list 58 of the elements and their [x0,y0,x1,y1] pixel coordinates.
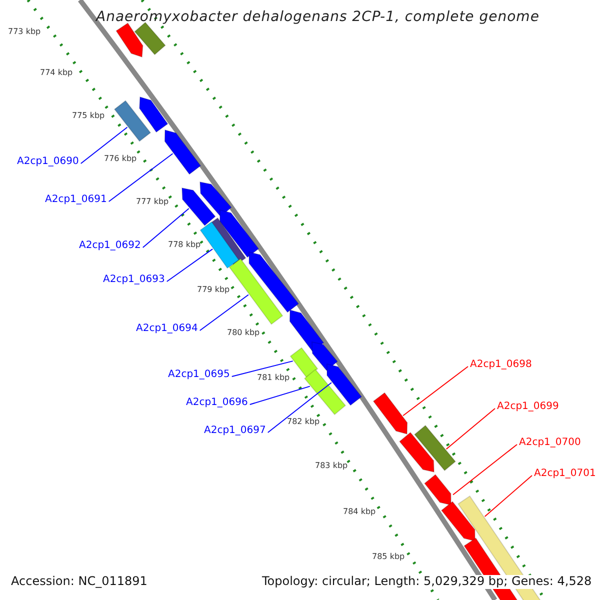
scale-label: 778 kbp [168,240,201,250]
gene-block [398,432,435,473]
scale-label: 785 kbp [372,552,405,562]
gene-block [424,474,452,506]
gene-label: A2cp1_0693 [103,274,165,286]
title: Anaeromyxobacter dehalogenans 2CP-1, complete genome [94,8,540,26]
gene-label: A2cp1_0697 [204,425,266,436]
gene-label: A2cp1_0701 [534,468,596,480]
leader-line [249,386,310,405]
scale-label: 775 kbp [72,111,105,120]
gene-block [290,347,318,378]
gene-block [326,363,362,406]
gene-block [414,424,456,472]
scale-label: 779 kbp [197,285,230,294]
gene-block [199,181,232,218]
scale-label: 773 kbp [8,27,41,36]
gene-label: A2cp1_0694 [136,323,198,334]
gene-block [372,392,408,435]
gene-label: A2cp1_0690 [17,156,79,168]
leader-line [108,153,174,202]
gene-block [228,258,284,325]
gene-block [289,309,324,352]
leader-line [199,294,249,331]
leader-line [166,248,214,282]
leader-line [402,366,468,416]
gene-label: A2cp1_0700 [519,437,581,448]
scale-label: 783 kbp [315,461,348,470]
footer-text: Accession: NC_011891 [9,575,150,589]
gene-block [248,251,300,313]
scale-label: 784 kbp [343,507,376,516]
gene-block [164,129,202,175]
gene-label: A2cp1_0696 [186,397,248,408]
gene-label: A2cp1_0691 [45,194,107,206]
leader-line [231,360,294,377]
leader-line [80,126,128,164]
scale-label: 782 kbp [287,417,320,426]
gene-label: A2cp1_0699 [497,401,559,412]
gene-block [139,96,168,133]
scale-label: 780 kbp [227,328,260,338]
gene-block [116,22,144,58]
leader-line [142,208,190,248]
footer-text: Topology: circular; Length: 5,029,329 bp; Genes: 4,528 [260,575,594,589]
gene-label: A2cp1_0695 [168,369,230,380]
scale-label: 774 kbp [40,68,73,78]
gene-block [304,368,346,416]
leader-line [452,444,518,496]
gene-block [181,187,216,226]
gene-block [440,500,476,542]
leader-line [484,475,532,518]
scale-label: 776 kbp [104,154,137,164]
scale-label: 777 kbp [136,197,169,206]
gene-label: A2cp1_0698 [470,359,532,370]
leader-line [267,382,332,433]
leader-line [446,408,496,450]
gene-label: A2cp1_0692 [79,240,141,252]
gene-block [311,341,338,372]
scale-label: 781 kbp [257,373,290,382]
gene-block [114,100,152,142]
